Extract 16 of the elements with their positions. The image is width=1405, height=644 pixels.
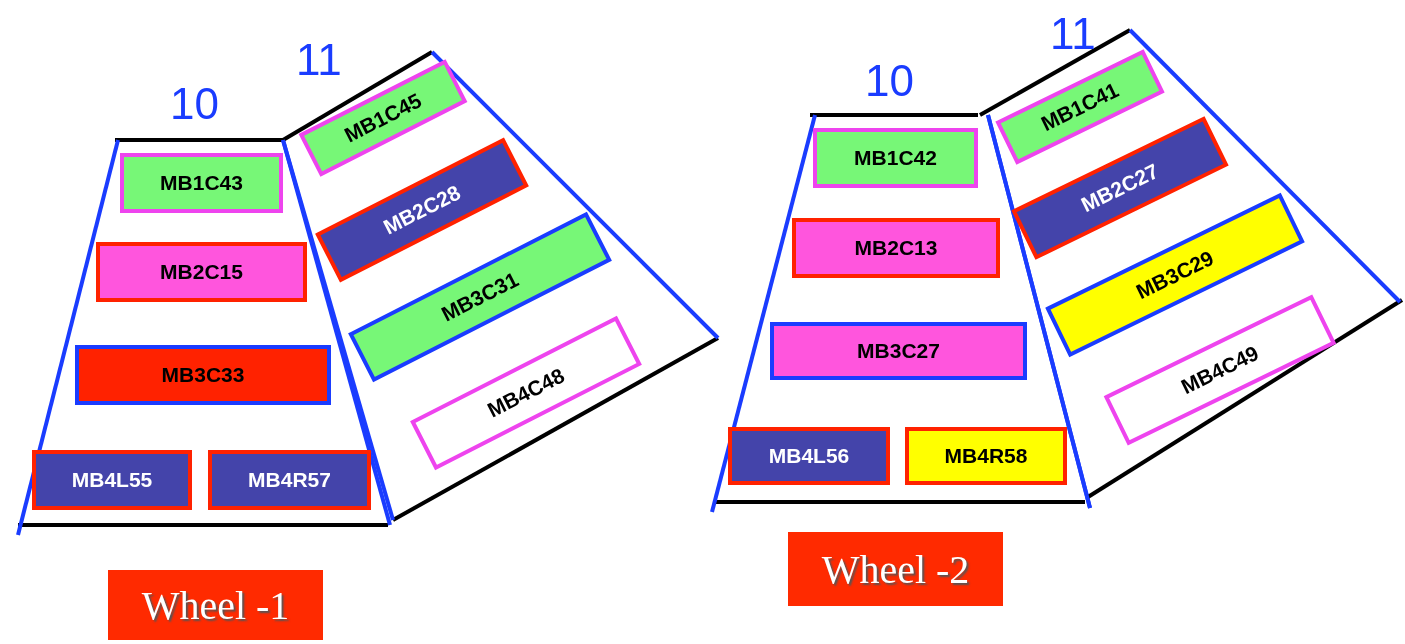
wheel-label: Wheel -2 <box>788 532 1003 606</box>
chamber-label: MB1C43 <box>120 153 283 213</box>
chamber-label: MB1C42 <box>813 128 978 188</box>
chamber-label: MB4R57 <box>208 450 371 510</box>
chamber-label: MB4L56 <box>728 427 890 485</box>
chamber-label: MB3C27 <box>770 322 1027 380</box>
sector-number: 10 <box>865 59 914 103</box>
wheel-label: Wheel -1 <box>108 570 323 640</box>
chamber-label: MB2C13 <box>792 218 1000 278</box>
chamber-label: MB2C15 <box>96 242 307 302</box>
sector-number: 10 <box>170 82 219 126</box>
chamber-label: MB3C33 <box>75 345 331 405</box>
chamber-label: MB4R58 <box>905 427 1067 485</box>
chamber-label: MB4L55 <box>32 450 192 510</box>
sector-number: 11 <box>296 38 342 82</box>
sector-number: 11 <box>1050 12 1096 56</box>
